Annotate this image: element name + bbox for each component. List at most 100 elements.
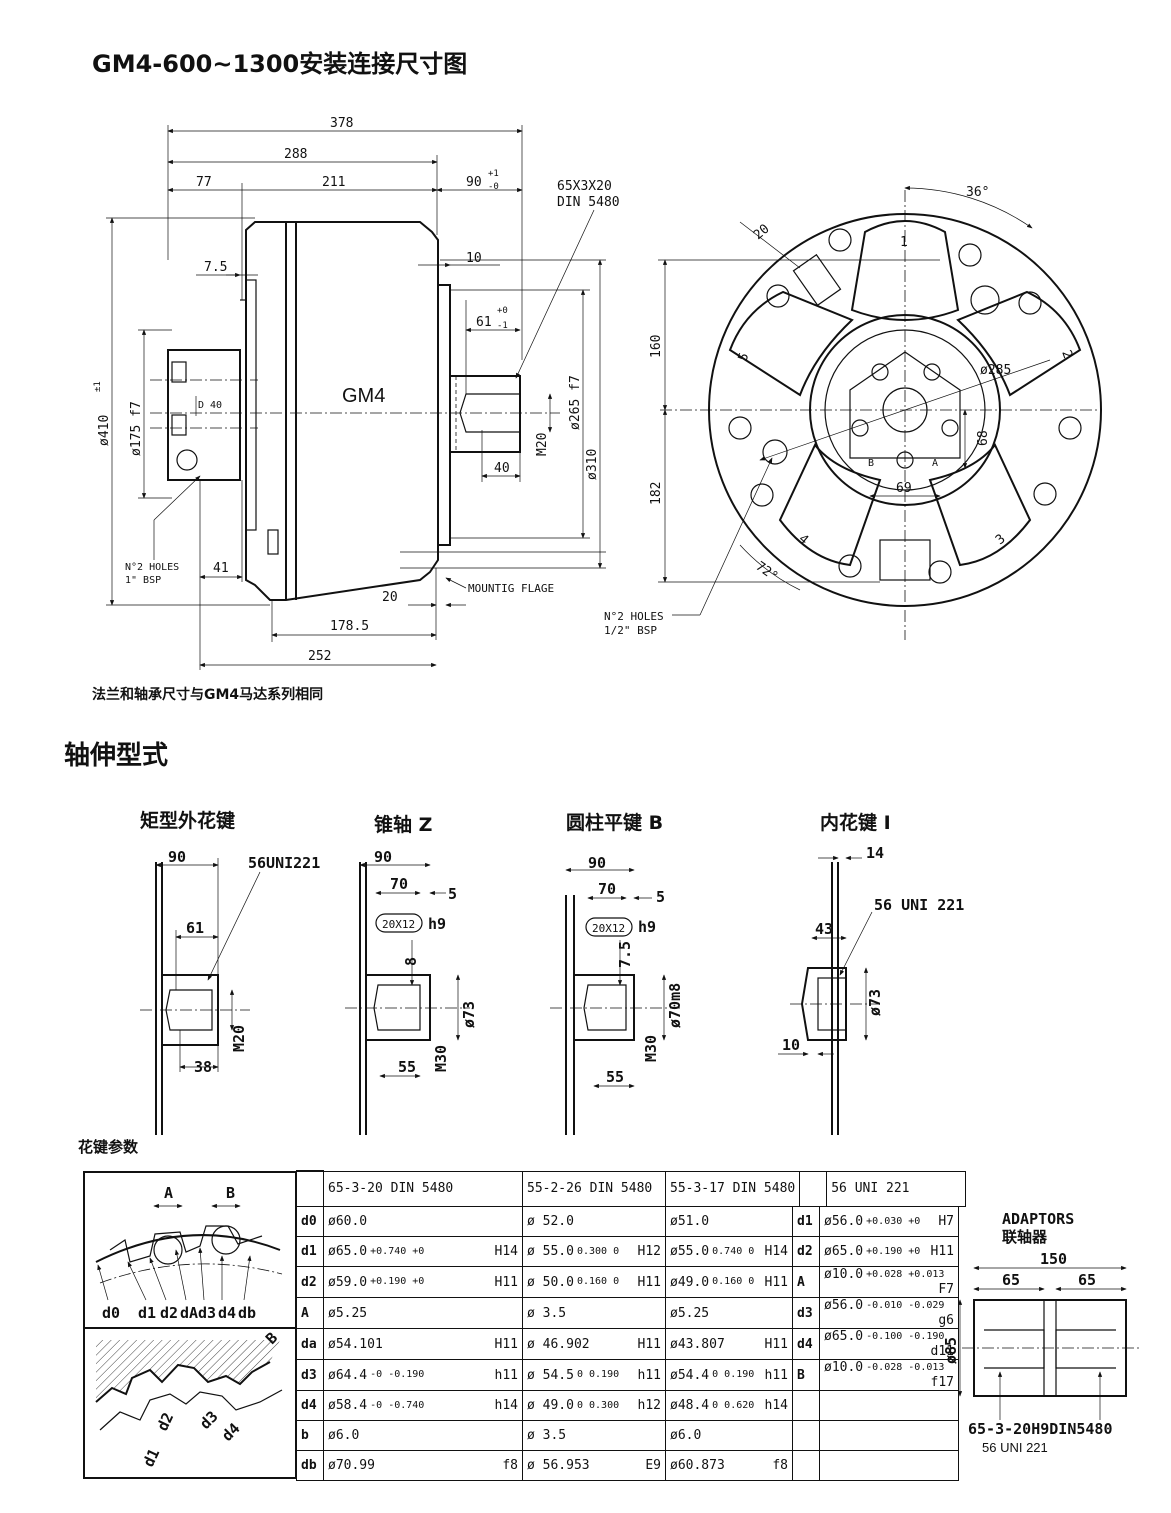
shaft1-M20: M20 bbox=[230, 1025, 248, 1052]
diag-label-a: A bbox=[164, 1184, 173, 1202]
holes-side-2: 1/2" BSP bbox=[604, 624, 657, 637]
dim-68: 68 bbox=[976, 430, 991, 446]
dim-285: ø285 bbox=[980, 363, 1011, 378]
diag2-label-d3: d3 bbox=[196, 1407, 222, 1433]
shaft3-dia: ø70m8 bbox=[666, 983, 684, 1028]
holes-side-1: N°2 HOLES bbox=[604, 610, 664, 623]
row-key-uni bbox=[792, 1390, 820, 1421]
dim-378: 378 bbox=[330, 116, 353, 131]
diag-label-d1: d1 bbox=[138, 1304, 156, 1322]
dim-10: 10 bbox=[466, 251, 482, 266]
dim-211: 211 bbox=[322, 175, 345, 190]
shaft4-dim-10: 10 bbox=[782, 1036, 800, 1054]
cell-56-uni-221 bbox=[819, 1450, 959, 1481]
shaft2-dim-70: 70 bbox=[390, 875, 408, 893]
header-col2: 55-2-26 DIN 5480 bbox=[522, 1170, 666, 1207]
dim-265: ø265 f7 bbox=[568, 375, 583, 430]
shaft-2-drawing: 90 70 5 20X12 h9 8 ø73 55 M30 bbox=[345, 848, 478, 1135]
diag-label-b: B bbox=[226, 1184, 235, 1202]
shaft3-dim-55: 55 bbox=[606, 1068, 624, 1086]
row-key-uni bbox=[792, 1420, 820, 1451]
model-label: GM4 bbox=[342, 385, 385, 407]
row-key: d3 bbox=[296, 1359, 324, 1391]
diag-label-da: dA bbox=[180, 1304, 198, 1322]
shaft3-dim-70: 70 bbox=[598, 880, 616, 898]
header-col4: 56 UNI 221 bbox=[826, 1170, 967, 1207]
shaft2-dim-8: 8 bbox=[402, 957, 420, 966]
dim-20: 20 bbox=[382, 590, 398, 605]
dim-252: 252 bbox=[308, 649, 331, 664]
shaft3-fit: h9 bbox=[638, 918, 656, 936]
shaft2-dim-5: 5 bbox=[448, 885, 457, 903]
row-key-uni: B bbox=[792, 1359, 820, 1391]
lobe-2 bbox=[956, 290, 1082, 397]
front-view: 378 288 77 211 90 +1 -0 GM4 D 40 bbox=[93, 116, 620, 670]
diag2-label-d4: d4 bbox=[218, 1419, 244, 1445]
dim-40: 40 bbox=[494, 461, 510, 476]
port-a-label: A bbox=[932, 458, 938, 469]
adaptor-drawing: ADAPTORS 联轴器 150 65 65 ø85 65-3-20H9DIN5… bbox=[942, 1210, 1140, 1455]
dim-M20: M20 bbox=[535, 433, 550, 456]
cell-65-3-20: ø60.0 bbox=[323, 1206, 523, 1237]
shaft-3-drawing: 90 70 5 20X12 h9 7.5 ø70m8 55 M30 bbox=[550, 854, 684, 1135]
lobe-label-1: 1 bbox=[900, 235, 908, 250]
shaft4-dia: ø73 bbox=[866, 989, 884, 1016]
row-key: b bbox=[296, 1420, 324, 1451]
shaft1-dim-38: 38 bbox=[194, 1058, 212, 1076]
shaft-4-drawing: 14 56 UNI 221 43 ø73 10 bbox=[778, 844, 964, 1135]
note-text: 法兰和轴承尺寸与GM4马达系列相同 bbox=[92, 687, 324, 703]
cell-65-3-20: ø5.25 bbox=[323, 1297, 523, 1329]
shaft3-M30: M30 bbox=[642, 1035, 660, 1062]
shaft1-dim-61: 61 bbox=[186, 919, 204, 937]
cell-55-2-26: ø 3.5 bbox=[522, 1420, 666, 1451]
shaft3-dim-5: 5 bbox=[656, 888, 665, 906]
diag2-label-d1: d1 bbox=[139, 1446, 163, 1470]
dim-90-tol-up: +1 bbox=[488, 169, 499, 179]
header-col1: 65-3-20 DIN 5480 bbox=[323, 1170, 523, 1207]
cell-55-2-26: ø 3.5 bbox=[522, 1297, 666, 1329]
dim-61-dn: -1 bbox=[497, 321, 508, 331]
dim-72deg: 72° bbox=[753, 559, 781, 585]
cell-55-3-17: ø6.0 bbox=[665, 1420, 793, 1451]
shaft3-key: 20X12 bbox=[592, 922, 625, 935]
cell-55-2-26: ø 52.0 bbox=[522, 1206, 666, 1237]
row-key-uni: d2 bbox=[792, 1236, 820, 1267]
shaft1-spline: 56UNI221 bbox=[248, 854, 320, 872]
shaft3-title: 圆柱平键 B bbox=[566, 812, 664, 834]
row-key: A bbox=[296, 1297, 324, 1329]
spline-note-2: DIN 5480 bbox=[557, 195, 620, 210]
cell-56-uni-221 bbox=[819, 1420, 959, 1451]
cell-55-3-17: ø5.25 bbox=[665, 1297, 793, 1329]
adaptor-dim-150: 150 bbox=[1040, 1250, 1067, 1268]
adaptor-dim-65b: 65 bbox=[1078, 1271, 1096, 1289]
dim-61: 61 bbox=[476, 315, 492, 330]
dim-77: 77 bbox=[196, 175, 212, 190]
adaptor-spec-2: 56 UNI 221 bbox=[982, 1440, 1048, 1455]
row-key: db bbox=[296, 1450, 324, 1481]
lobe-5 bbox=[728, 290, 854, 397]
port-b-label: B bbox=[868, 458, 874, 469]
lobe-3 bbox=[928, 443, 1032, 567]
cell-65-3-20: ø6.0 bbox=[323, 1420, 523, 1451]
dim-288: 288 bbox=[284, 147, 307, 162]
dim-41: 41 bbox=[213, 561, 229, 576]
